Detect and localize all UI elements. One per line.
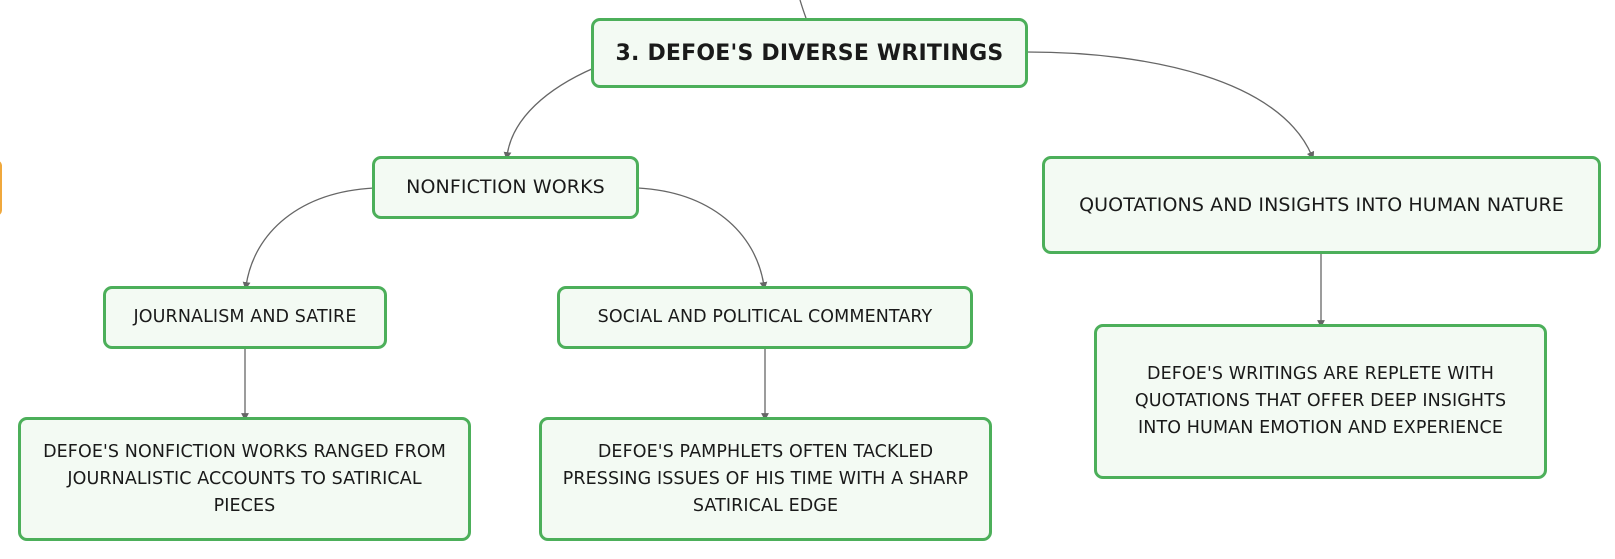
node-quotations-and-insights[interactable]: QUOTATIONS AND INSIGHTS INTO HUMAN NATUR… xyxy=(1042,156,1601,254)
connector-nonfiction-to-journalism xyxy=(242,187,375,290)
connector-root-to-nonfiction xyxy=(503,67,595,160)
node-social-and-political-commentary[interactable]: SOCIAL AND POLITICAL COMMENTARY xyxy=(557,286,973,349)
connector-nonfiction-to-commentary xyxy=(637,187,768,290)
node-quotations-detail[interactable]: DEFOE'S WRITINGS ARE REPLETE WITH QUOTAT… xyxy=(1094,324,1547,479)
node-commentary-detail[interactable]: DEFOE'S PAMPHLETS OFTEN TACKLED PRESSING… xyxy=(539,417,992,541)
connector-parent-to-root xyxy=(799,0,807,19)
node-journalism-detail[interactable]: DEFOE'S NONFICTION WORKS RANGED FROM JOU… xyxy=(18,417,471,541)
node-journalism-and-satire[interactable]: JOURNALISM AND SATIRE xyxy=(103,286,387,349)
offscreen-node-edge[interactable] xyxy=(0,160,2,216)
connector-root-to-quotations xyxy=(1026,51,1315,160)
node-defoes-diverse-writings[interactable]: 3. DEFOE'S DIVERSE WRITINGS xyxy=(591,18,1028,88)
node-nonfiction-works[interactable]: NONFICTION WORKS xyxy=(372,156,639,219)
